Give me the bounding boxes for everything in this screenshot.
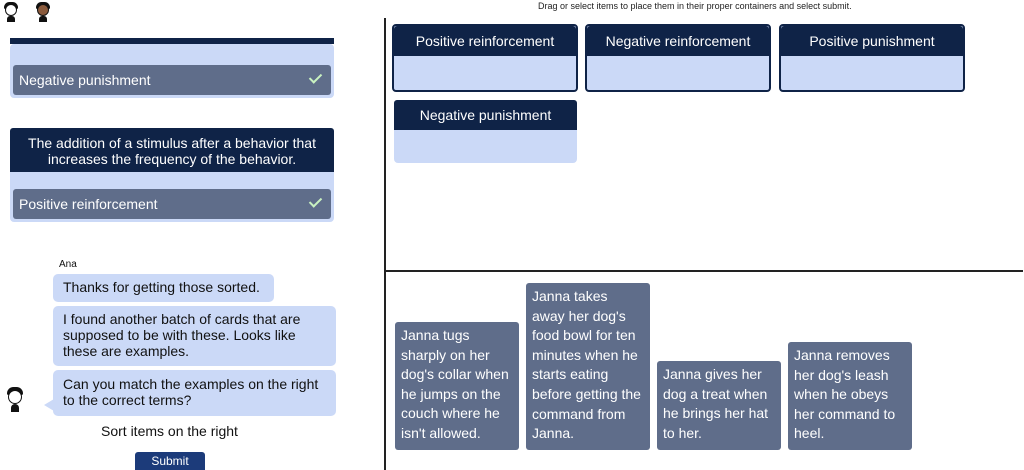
container-negative-punishment[interactable]: Negative punishment xyxy=(394,100,577,163)
container-label: Negative reinforcement xyxy=(587,26,769,56)
ana-avatar-icon xyxy=(34,2,52,22)
definition-card: The addition of a stimulus after a behav… xyxy=(10,128,334,172)
container-negative-reinforcement[interactable]: Negative reinforcement xyxy=(585,24,771,92)
example-card-collar[interactable]: Janna tugs sharply on her dog's collar w… xyxy=(395,322,519,450)
answer-label: Negative punishment xyxy=(19,72,151,88)
container-label: Negative punishment xyxy=(394,100,577,130)
container-label: Positive punishment xyxy=(781,26,963,56)
example-card-leash[interactable]: Janna removes her dog's leash when he ob… xyxy=(788,342,912,450)
user-avatar-icon xyxy=(2,2,20,22)
container-positive-reinforcement[interactable]: Positive reinforcement xyxy=(392,24,578,92)
card-text: Janna removes her dog's leash when he ob… xyxy=(794,347,896,442)
check-icon xyxy=(311,196,325,206)
left-panel: Negative punishment The addition of a st… xyxy=(0,0,384,470)
answer-label: Positive reinforcement xyxy=(19,196,158,212)
container-label: Positive reinforcement xyxy=(394,26,576,56)
chat-bubble-tail xyxy=(44,399,54,411)
example-card-food-bowl[interactable]: Janna takes away her dog's food bowl for… xyxy=(526,283,650,450)
chat-speaker-name: Ana xyxy=(59,259,77,270)
horizontal-divider xyxy=(385,270,1023,272)
ana-chat-avatar-icon xyxy=(5,386,25,412)
card-text: Janna gives her dog a treat when he brin… xyxy=(663,366,769,441)
chat-message: Can you match the examples on the right … xyxy=(53,370,336,416)
container-positive-punishment[interactable]: Positive punishment xyxy=(779,24,965,92)
sort-prompt: Sort items on the right xyxy=(101,423,238,439)
sorted-group-1: Negative punishment xyxy=(10,44,334,98)
chat-message: Thanks for getting those sorted. xyxy=(53,274,274,302)
chat-message: I found another batch of cards that are … xyxy=(53,306,336,366)
sorted-answer-positive-reinforcement: Positive reinforcement xyxy=(13,189,331,219)
check-icon xyxy=(311,72,325,82)
vertical-divider xyxy=(384,18,386,470)
previous-definition-card xyxy=(10,38,334,44)
submit-button[interactable]: Submit xyxy=(135,452,205,470)
sorted-answer-negative-punishment: Negative punishment xyxy=(13,65,331,95)
example-card-treat[interactable]: Janna gives her dog a treat when he brin… xyxy=(657,361,781,450)
card-text: Janna takes away her dog's food bowl for… xyxy=(532,288,641,442)
card-text: Janna tugs sharply on her dog's collar w… xyxy=(401,327,509,441)
sorted-group-2: Positive reinforcement xyxy=(10,172,334,222)
instruction-text: Drag or select items to place them in th… xyxy=(538,1,852,11)
